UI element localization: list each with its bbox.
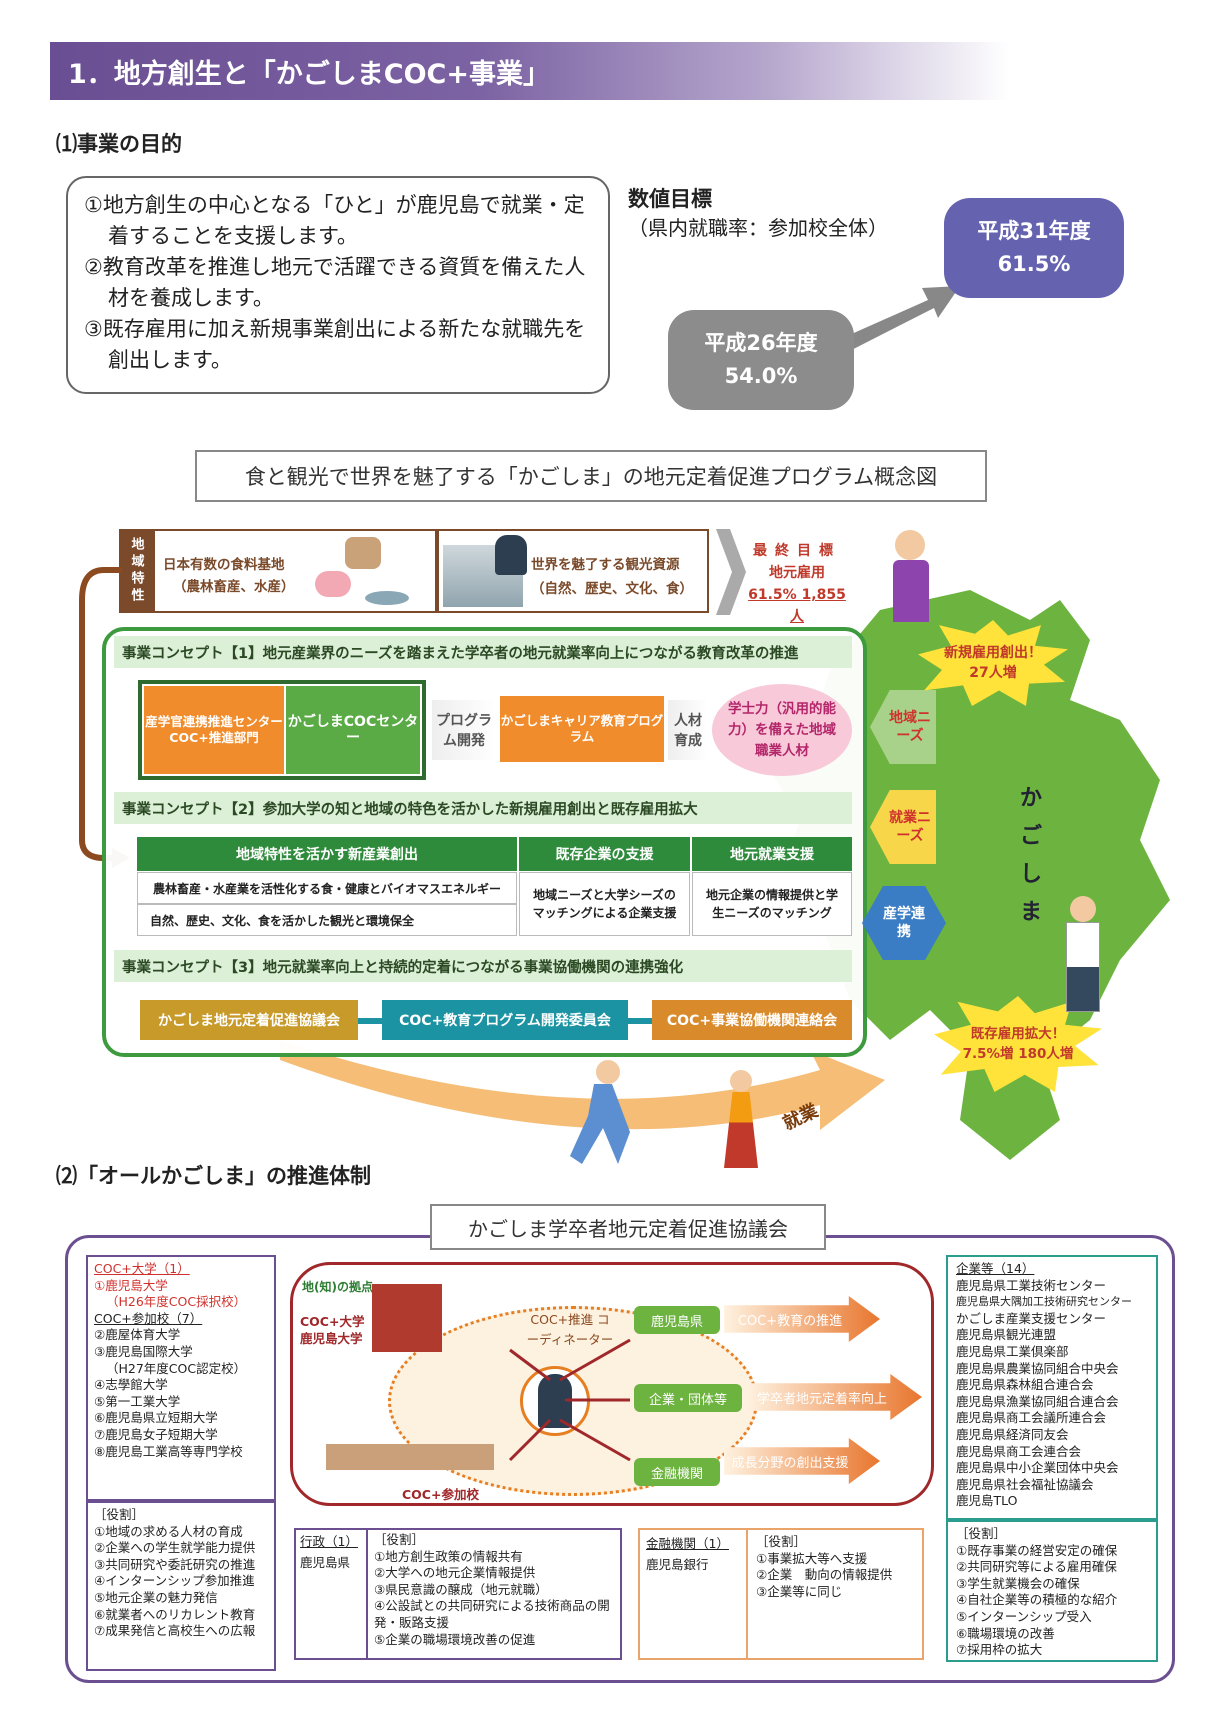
pig-icon — [315, 571, 351, 597]
career-program: かごしまキャリア教育プログラム — [500, 696, 664, 762]
concept-title: 食と観光で世界を魅了する「かごしま」の地元定着促進プログラム概念図 — [195, 450, 987, 502]
local-employment-header: 地元就業支援 — [692, 837, 852, 871]
cow-icon — [345, 537, 381, 569]
fish-icon — [365, 591, 409, 605]
samurai-icon — [495, 535, 527, 575]
coc-univ-label: COC+大学 鹿児島大学 — [300, 1314, 365, 1346]
section-2-title: ⑵「オールかごしま」の推進体制 — [56, 1164, 371, 1188]
finance-head: 金融機関（1） 鹿児島銀行 — [640, 1530, 748, 1658]
participants-label: COC+参加校 — [402, 1487, 479, 1502]
man-icon — [1070, 896, 1096, 922]
purpose-item: ②教育改革を推進し地元で活躍できる資質を備えた人材を養成します。 — [84, 255, 586, 310]
chevron-right-icon — [716, 529, 746, 615]
universities-roles: ［役割］ ①地域の求める人材の育成 ②企業への学生就学能力提供 ③共同研究や委託… — [86, 1501, 276, 1671]
companies-roles: ［役割］ ①既存事業の経営安定の確保 ②共同研究等による雇用確保 ③学生就業機会… — [946, 1520, 1158, 1662]
coc-logo: 地(知)の拠点 — [302, 1280, 373, 1294]
program-dev-label: プログラム開発 — [432, 700, 496, 760]
university-building-icon — [372, 1284, 442, 1352]
node-companies: 企業・団体等 — [634, 1384, 742, 1412]
universities-box: COC+大学（1） ①鹿児島大学 （H26年度COC採択校） COC+参加校（7… — [86, 1255, 276, 1501]
tourism-box: 世界を魅了する観光資源 （自然、歴史、文化、食） — [437, 529, 709, 613]
finance-box — [638, 1528, 924, 1660]
local-employment-item: 地元企業の情報提供と学生ニーズのマッチング — [692, 872, 852, 936]
coc-diagram — [290, 1262, 934, 1506]
concept-1-band: 事業コンセプト【1】地元産業界のニーズを踏まえた学卒者の地元就業率向上につながる… — [114, 636, 852, 668]
center-group — [138, 680, 426, 780]
existing-support-item: 地域ニーズと大学シーズのマッチングによる企業支援 — [519, 872, 690, 936]
finance-roles: ［役割］ ①事業拡大等へ支援 ②企業 動向の情報提供 ③企業等に同じ — [756, 1534, 893, 1599]
council-title: かごしま学卒者地元定着促進協議会 — [430, 1204, 826, 1250]
woman-icon — [730, 1070, 752, 1092]
kagoshima-coc-center: かごしまCOCセンター — [286, 686, 420, 774]
target-title: 数値目標 — [628, 187, 712, 211]
purpose-item: ①地方創生の中心となる「ひと」が鹿児島で就業・定着することを支援します。 — [84, 193, 585, 248]
new-industry-header: 地域特性を活かす新産業創出 — [137, 837, 517, 871]
target-subtitle: （県内就職率：参加校全体） — [628, 216, 888, 240]
person-icon — [895, 530, 925, 560]
page-title: 1．地方創生と「かごしまCOC+事業」 — [50, 42, 1010, 100]
kagoshima-map — [770, 590, 1170, 1160]
coordinator-label: COC+推進 コーディネーター — [526, 1312, 614, 1347]
map-label: かごしま — [1020, 786, 1043, 925]
jinzai-label: 人材育成 — [668, 700, 708, 760]
council-box-3: COC+事業協働機関連絡会 — [652, 1000, 852, 1040]
council-box-1: かごしま地元定着促進協議会 — [140, 1000, 358, 1040]
node-prefecture: 鹿児島県 — [634, 1306, 720, 1334]
concept-3-band: 事業コンセプト【3】地元就業率向上と持続的定着につながる事業協働機関の連携強化 — [114, 950, 852, 982]
concept-2-band: 事業コンセプト【2】参加大学の知と地域の特色を活かした新規雇用創出と既存雇用拡大 — [114, 792, 852, 824]
man-body-icon — [1066, 922, 1100, 1012]
coc-plus-center: 産学官連携推進センター COC+推進部門 — [144, 686, 284, 774]
government-box — [294, 1528, 622, 1660]
result-talent: 学士力（汎用的能力）を備えた地域職業人材 — [712, 684, 852, 776]
new-industry-item: 農林畜産・水産業を活性化する食・健康とバイオマスエネルギー — [137, 872, 517, 904]
purpose-item: ③既存雇用に加え新規事業創出による新たな就職先を創出します。 — [84, 317, 586, 372]
node-finance: 金融機関 — [634, 1458, 720, 1486]
connection-arrows — [508, 1338, 631, 1462]
runner-icon — [596, 1060, 620, 1084]
government-roles: ［役割］ ①地方創生政策の情報共有 ②大学への地元企業情報提供 ③県民意識の醸成… — [374, 1532, 610, 1647]
council-box-2: COC+教育プログラム開発委員会 — [382, 1000, 628, 1040]
school-building-icon — [326, 1444, 494, 1470]
purpose-box: ①地方創生の中心となる「ひと」が鹿児島で就業・定着することを支援します。 ②教育… — [66, 176, 610, 394]
existing-support-header: 既存企業の支援 — [519, 837, 690, 871]
new-industry-item: 自然、歴史、文化、食を活かした観光と環境保全 — [137, 904, 517, 936]
government-head: 行政（1） 鹿児島県 — [296, 1530, 368, 1658]
person-body-icon — [893, 560, 929, 622]
food-base-box: 日本有数の食料基地 （農林畜産、水産） — [153, 529, 437, 613]
section-1-title: ⑴事業の目的 — [56, 132, 182, 156]
final-goal: 最終目標 地元雇用 61.5% 1,855人 — [748, 543, 846, 625]
companies-box: 企業等（14） 鹿児島県工業技術センター 鹿児島県大隅加工技術研究センター かご… — [946, 1255, 1158, 1520]
growth-arrow — [820, 286, 960, 362]
region-feature-label: 地域特性 — [119, 529, 153, 613]
